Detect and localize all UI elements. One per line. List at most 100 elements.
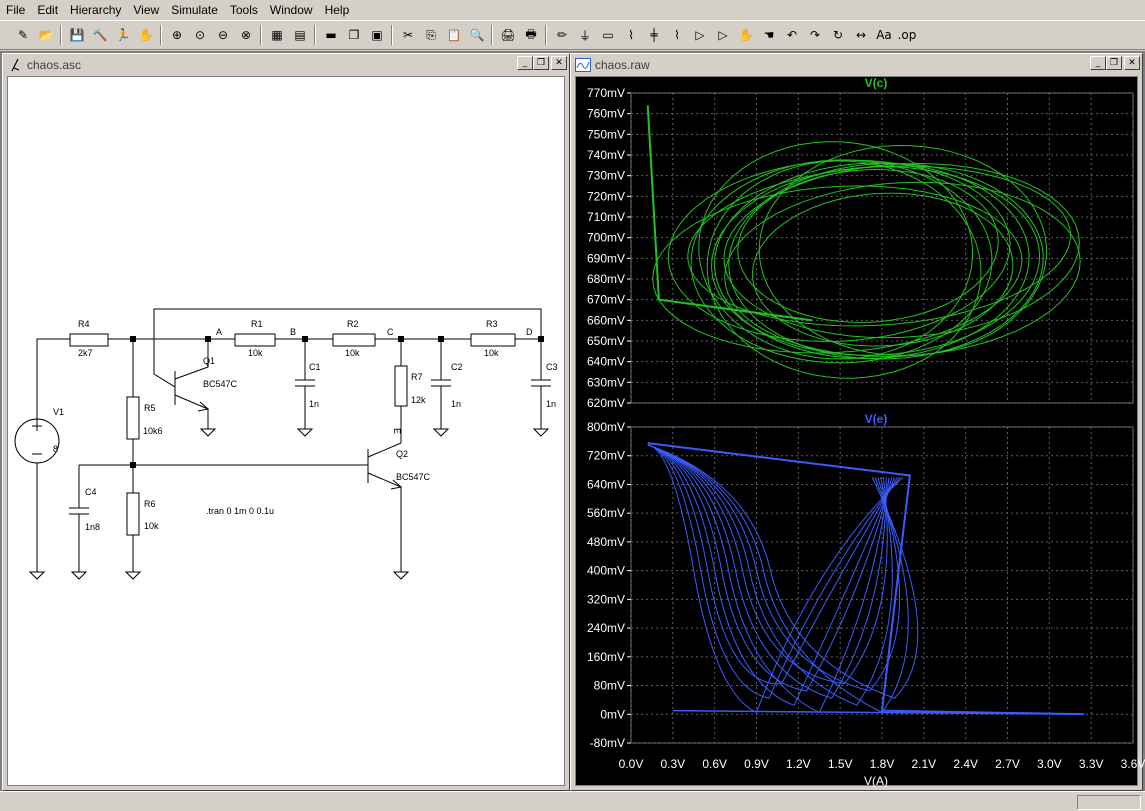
rotate-icon[interactable]: ↻	[832, 28, 844, 42]
minimize-button[interactable]: _	[1090, 56, 1106, 70]
resistor-icon[interactable]: ⌇	[628, 28, 634, 42]
y-tick-label: 80mV	[594, 679, 625, 693]
tile-horizontal-icon[interactable]: ▬	[325, 28, 337, 42]
r7-label: R7	[411, 372, 423, 382]
mdi-workspace: chaos.asc _ ❐ ✕	[0, 51, 1145, 791]
node-b-label: B	[290, 327, 296, 337]
spice-directive-icon[interactable]: .op	[897, 28, 917, 42]
zoom-out-icon[interactable]: ⊖	[217, 28, 229, 42]
y-tick-label: 630mV	[587, 375, 625, 389]
waveform-plots[interactable]: V(c) V(e) 770mV760mV750mV740mV730mV720mV…	[576, 76, 1145, 789]
halt-icon[interactable]: ✋	[138, 28, 154, 42]
open-icon[interactable]: 📂	[38, 28, 54, 42]
print-icon[interactable]: 🖶	[525, 26, 537, 41]
r7-value: 12k	[411, 395, 426, 405]
close-all-icon[interactable]: ▣	[371, 28, 383, 42]
c4-value: 1n8	[85, 522, 100, 532]
mirror-icon[interactable]: ↔	[855, 28, 867, 42]
y-tick-label: 320mV	[587, 592, 625, 606]
spice-directive[interactable]: .tran 0 1m 0 0.1u	[206, 506, 274, 516]
schematic-canvas[interactable]: R4 2k7 R1 10k R2 10k R3 10k A B C D Q1 B…	[7, 76, 565, 786]
cascade-icon[interactable]: ❐	[348, 28, 360, 42]
inductor-icon[interactable]: ⌇	[674, 28, 680, 42]
capacitor-icon[interactable]: ╪	[650, 28, 658, 42]
diode-icon[interactable]: ▷	[695, 28, 705, 42]
toolbar: ✎ 📂 💾 🔨 🏃 ✋ ⊕ ⊙ ⊖ ⊗ ▦ ▤ ▬ ❐ ▣ ✂ ⎘ 📋 🔍 🖨 🖶 ✏ ⏚ ▭ ⌇ ╪ ⌇ ▷ ▷ ✋ ☚ ↶ ↷ ↻ ↔ Aa .op	[0, 20, 1145, 50]
x-tick-label: 3.0V	[1037, 757, 1062, 771]
menu-view[interactable]: View	[133, 3, 160, 17]
y-tick-label: 720mV	[587, 189, 625, 203]
waveform-titlebar[interactable]: chaos.raw	[573, 56, 1140, 74]
menu-window[interactable]: Window	[269, 3, 313, 17]
waveform-doc-icon	[575, 57, 591, 73]
zoom-cancel-icon[interactable]: ⊗	[240, 28, 252, 42]
schematic-window[interactable]: chaos.asc _ ❐ ✕	[2, 53, 570, 791]
y-tick-label: 680mV	[587, 272, 625, 286]
waveform-icon[interactable]: ▦	[271, 28, 283, 42]
minimize-button[interactable]: _	[517, 56, 533, 70]
drag-icon[interactable]: ☚	[763, 28, 775, 42]
close-button[interactable]: ✕	[551, 56, 567, 70]
y-tick-label: 670mV	[587, 293, 625, 307]
new-schematic-icon[interactable]: ✎	[17, 28, 29, 42]
v1-value: 8	[53, 444, 58, 454]
restore-button[interactable]: ❐	[533, 56, 549, 70]
zoom-pan-icon[interactable]: ⊙	[194, 28, 206, 42]
plot2-trace-label[interactable]: V(e)	[865, 412, 888, 426]
menu-edit[interactable]: Edit	[37, 3, 59, 17]
schematic-title: chaos.asc	[27, 58, 82, 72]
y-tick-label: 560mV	[587, 506, 625, 520]
node-c-label: C	[387, 327, 394, 337]
c1-label: C1	[309, 362, 321, 372]
y-tick-label: 400mV	[587, 564, 625, 578]
r5-value: 10k6	[143, 426, 163, 436]
menu-help[interactable]: Help	[324, 3, 350, 17]
waveform-title: chaos.raw	[595, 58, 650, 72]
restore-button[interactable]: ❐	[1106, 56, 1122, 70]
y-tick-label: 740mV	[587, 148, 625, 162]
text-icon[interactable]: Aa	[876, 28, 892, 42]
run-icon[interactable]: 🏃	[115, 28, 131, 42]
x-tick-label: 0.6V	[702, 757, 727, 771]
menu-simulate[interactable]: Simulate	[171, 3, 218, 17]
undo-icon[interactable]: ↶	[786, 28, 798, 42]
vc-trace	[646, 105, 1081, 379]
draw-wire-icon[interactable]: ✏	[556, 28, 568, 42]
move-icon[interactable]: ✋	[738, 28, 754, 42]
y-tick-label: 160mV	[587, 650, 625, 664]
save-icon[interactable]: 💾	[69, 28, 85, 42]
c2-label: C2	[451, 362, 463, 372]
menu-file[interactable]: File	[6, 3, 26, 17]
y-tick-label: 800mV	[587, 420, 625, 434]
y-tick-label: 620mV	[587, 396, 625, 410]
component-icon[interactable]: ▷	[718, 28, 728, 42]
status-bar	[0, 791, 1145, 811]
control-panel-icon[interactable]: 🔨	[92, 28, 108, 42]
find-icon[interactable]: 🔍	[469, 28, 485, 42]
autorange-icon[interactable]: ▤	[294, 28, 306, 42]
ground-icon[interactable]: ⏚	[578, 28, 591, 43]
y-tick-label: 690mV	[587, 251, 625, 265]
print-setup-icon[interactable]: 🖨	[500, 28, 516, 42]
c3-label: C3	[546, 362, 558, 372]
x-axis-label[interactable]: V(A)	[864, 774, 888, 788]
zoom-in-icon[interactable]: ⊕	[171, 28, 183, 42]
menu-hierarchy[interactable]: Hierarchy	[70, 3, 122, 17]
menu-bar: File Edit Hierarchy View Simulate Tools Window…	[0, 0, 1145, 20]
y-tick-label: 760mV	[587, 107, 625, 121]
paste-icon[interactable]: 📋	[446, 28, 462, 42]
y-tick-label: -80mV	[590, 736, 625, 750]
label-net-icon[interactable]: ▭	[602, 28, 614, 42]
close-button[interactable]: ✕	[1124, 56, 1140, 70]
cut-icon[interactable]: ✂	[402, 28, 414, 42]
plot1-trace-label[interactable]: V(c)	[865, 76, 888, 90]
copy-icon[interactable]: ⎘	[426, 27, 436, 42]
menu-tools[interactable]: Tools	[229, 3, 258, 17]
redo-icon[interactable]: ↷	[809, 28, 821, 42]
schematic-titlebar[interactable]: chaos.asc	[5, 56, 567, 74]
y-tick-label: 640mV	[587, 355, 625, 369]
x-tick-label: 2.7V	[995, 757, 1020, 771]
